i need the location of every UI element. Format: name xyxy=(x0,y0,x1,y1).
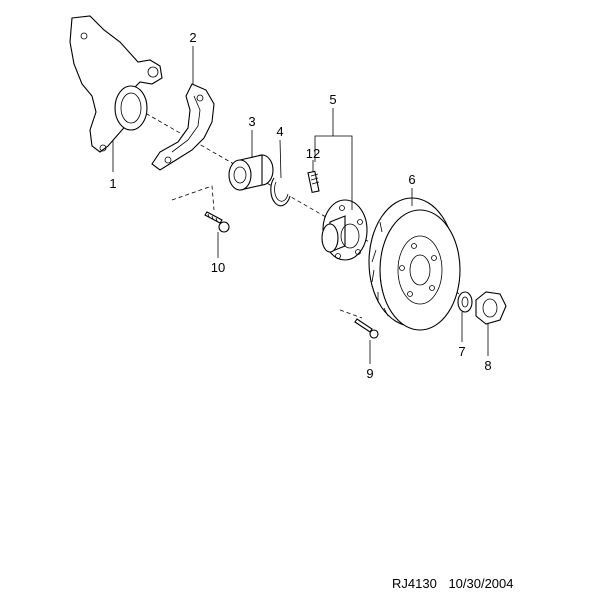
callout-12: 12 xyxy=(306,146,320,161)
bolt-10-part xyxy=(204,211,230,233)
callout-7: 7 xyxy=(458,344,465,359)
knuckle-part xyxy=(69,15,163,153)
drawing-code: RJ4130 xyxy=(392,576,437,591)
bearing-part xyxy=(228,154,274,191)
callout-5: 5 xyxy=(329,92,336,107)
callout-4: 4 xyxy=(276,124,283,139)
callout-10: 10 xyxy=(211,260,225,275)
drawing-date: 10/30/2004 xyxy=(448,576,514,591)
hub-stud-part xyxy=(307,170,320,194)
leader-5 xyxy=(314,135,353,210)
screw-9-part xyxy=(354,318,379,339)
callout-3: 3 xyxy=(248,114,255,129)
guide-bolt-10 xyxy=(171,185,215,211)
dust-shield-part xyxy=(151,83,215,171)
callout-1: 1 xyxy=(109,176,116,191)
leader-4 xyxy=(279,139,282,179)
snap-ring-part xyxy=(270,177,291,207)
guide-screw-9 xyxy=(339,309,363,319)
drawing-footer: RJ4130 10/30/2004 xyxy=(392,576,522,591)
callout-2: 2 xyxy=(189,30,196,45)
hub-nut-part xyxy=(475,291,507,325)
brake-disc-part xyxy=(368,197,461,331)
callout-8: 8 xyxy=(484,358,491,373)
hub-part xyxy=(321,199,368,261)
callout-6: 6 xyxy=(408,172,415,187)
callout-9: 9 xyxy=(366,366,373,381)
washer-part xyxy=(457,291,473,313)
